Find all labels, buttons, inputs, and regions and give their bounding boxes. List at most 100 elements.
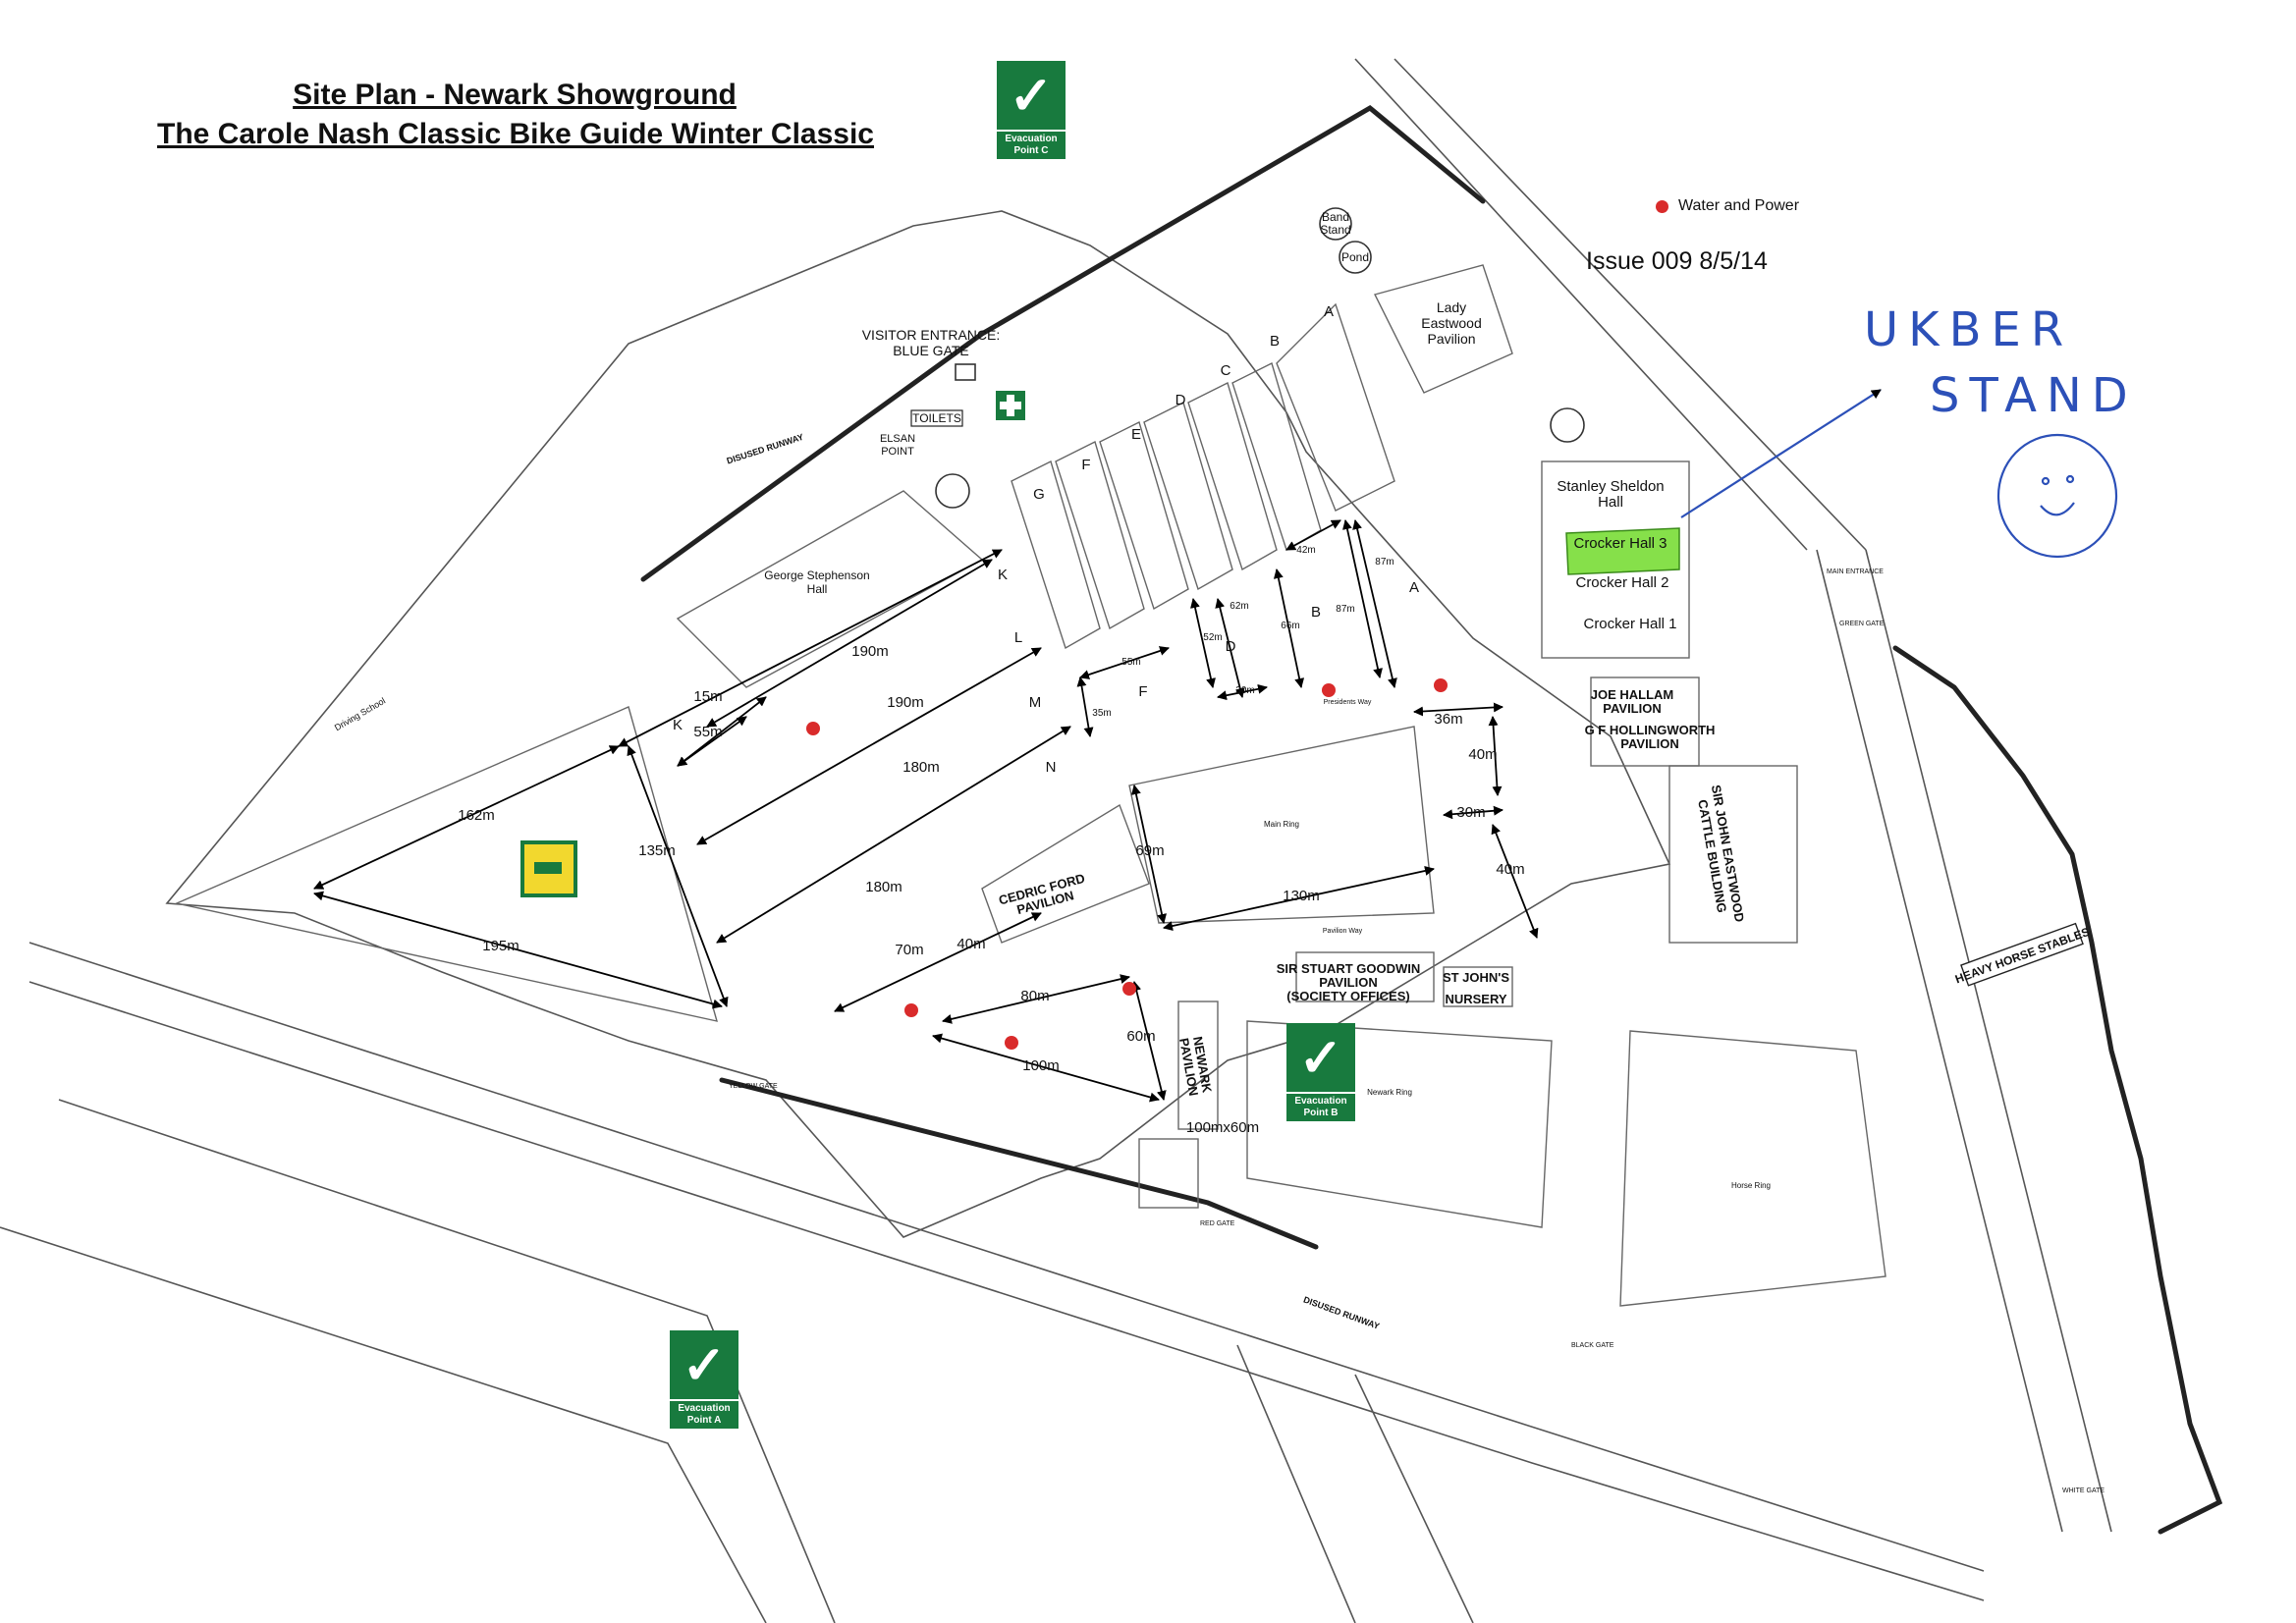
label-horse-ring: Horse Ring bbox=[1731, 1181, 1771, 1190]
first-aid bbox=[996, 391, 1025, 420]
label-disused-runway-1: DISUSED RUNWAY bbox=[726, 432, 805, 466]
dim-190m-a: 190m bbox=[851, 643, 889, 660]
row-label-c-top: C bbox=[1221, 362, 1231, 379]
dimension-labels: 190m 15m 55m 190m 180m 180m 162m 135m 19… bbox=[458, 545, 1524, 1136]
row-a-outline bbox=[1276, 302, 1395, 512]
horse-ring-outline bbox=[1619, 1030, 1886, 1307]
dim-162m: 162m bbox=[458, 807, 495, 824]
runway-edge-4 bbox=[0, 1226, 767, 1623]
runway-edge-3 bbox=[58, 1099, 836, 1623]
north-fence bbox=[640, 104, 1486, 582]
road-east-1 bbox=[1816, 549, 2063, 1533]
label-stanley-sheldon-2: Hall bbox=[1598, 494, 1623, 511]
fences bbox=[640, 104, 2223, 1535]
row-d-outline bbox=[1143, 401, 1233, 591]
dim-40m-c: 40m bbox=[1496, 861, 1524, 878]
evacuation-point-b-label: Evacuation Point B bbox=[1286, 1094, 1355, 1121]
row-label-l: L bbox=[1014, 629, 1022, 646]
dim-15m: 15m bbox=[693, 688, 722, 705]
label-black-gate: BLACK GATE bbox=[1571, 1342, 1614, 1349]
dim-69m: 69m bbox=[1135, 842, 1164, 859]
evacuation-point-b: ✓ Evacuation Point B bbox=[1286, 1023, 1355, 1121]
row-label-f-top: F bbox=[1081, 457, 1090, 473]
label-george-stephenson-1: George Stephenson bbox=[764, 568, 869, 582]
internal-roads bbox=[174, 264, 1886, 1307]
label-stanley-sheldon-1: Stanley Sheldon bbox=[1557, 478, 1664, 495]
checkmark-icon: ✓ bbox=[1286, 1023, 1355, 1092]
label-stuart-goodwin-3: (SOCIETY OFFICES) bbox=[1286, 989, 1409, 1003]
label-st-johns-1: ST JOHN'S bbox=[1443, 970, 1509, 985]
dimension-arrows bbox=[313, 519, 1539, 1103]
runway-edge-1 bbox=[28, 942, 1985, 1572]
cedric-ford-outline bbox=[981, 803, 1150, 944]
cattle-building-outline bbox=[1668, 765, 1798, 944]
dim-180m-a: 180m bbox=[902, 759, 940, 776]
label-pond: Pond bbox=[1341, 250, 1369, 264]
east-fence bbox=[1892, 645, 2223, 1535]
smiley-eye-left bbox=[2041, 476, 2050, 486]
row-label-a: A bbox=[1409, 579, 1419, 596]
row-label-n: N bbox=[1046, 759, 1057, 776]
entrance-booth bbox=[955, 363, 976, 381]
south-fence bbox=[719, 1077, 1319, 1250]
ukber-arrow-line bbox=[1680, 389, 1882, 518]
dim-180m-b: 180m bbox=[865, 879, 902, 895]
label-hollingworth-2: PAVILION bbox=[1620, 736, 1678, 751]
row-label-k1: K bbox=[998, 567, 1008, 583]
map-labels: Band Stand Pond Lady Eastwood Pavilion S… bbox=[333, 210, 2105, 1494]
dim-66m: 66m bbox=[1281, 621, 1299, 631]
joe-hallam-outline bbox=[1590, 676, 1700, 767]
dim-55m-a: 55m bbox=[693, 724, 722, 740]
row-c-outline bbox=[1187, 381, 1278, 571]
dim-87m-b: 87m bbox=[1375, 557, 1394, 568]
water-power-points bbox=[806, 678, 1448, 1050]
label-joe-hallam-1: JOE HALLAM bbox=[1591, 687, 1674, 702]
crocker-block-outline bbox=[1541, 460, 1690, 659]
label-crocker-hall-2: Crocker Hall 2 bbox=[1575, 574, 1668, 591]
label-band-stand-1: Band bbox=[1322, 210, 1349, 224]
dim-80m: 80m bbox=[1020, 988, 1049, 1004]
label-arena: Newark Ring bbox=[1367, 1088, 1412, 1097]
label-elsan-2: POINT bbox=[881, 446, 914, 458]
lady-eastwood-outline bbox=[1373, 264, 1513, 394]
evacuation-point-a-label: Evacuation Point A bbox=[670, 1401, 738, 1429]
label-presidents-way: Presidents Way bbox=[1324, 699, 1372, 706]
dim-36m: 36m bbox=[1434, 711, 1462, 728]
handwritten-ukber: UKBER bbox=[1864, 302, 2074, 357]
label-red-gate: RED GATE bbox=[1200, 1220, 1235, 1227]
road-north-1 bbox=[1354, 58, 1808, 551]
map-title-line-1: Site Plan - Newark Showground bbox=[293, 79, 737, 111]
ukber-arrow bbox=[1680, 389, 2118, 559]
arena-outline bbox=[1246, 1020, 1553, 1228]
dim-100m: 100m bbox=[1022, 1057, 1060, 1074]
issue-number: Issue 009 8/5/14 bbox=[1586, 247, 1768, 275]
south-building-outline bbox=[1138, 1138, 1199, 1209]
runway-edge-2 bbox=[28, 981, 1985, 1601]
road-north-2 bbox=[1394, 58, 1867, 551]
dim-42m: 42m bbox=[1296, 545, 1315, 556]
helipad bbox=[520, 840, 577, 897]
label-main-entrance: MAIN ENTRANCE bbox=[1827, 568, 1884, 575]
dim-87m-a: 87m bbox=[1336, 604, 1354, 615]
label-driving-school: Driving School bbox=[333, 696, 387, 733]
label-disused-runway-2: DISUSED RUNWAY bbox=[1302, 1295, 1381, 1331]
row-g-outline bbox=[1011, 460, 1101, 650]
checkmark-icon: ✓ bbox=[997, 61, 1066, 130]
label-band-stand-2: Stand bbox=[1320, 223, 1350, 237]
dim-70m: 70m bbox=[895, 942, 923, 958]
row-label-b: B bbox=[1311, 604, 1321, 621]
water-power-dot-icon bbox=[1656, 199, 1668, 213]
label-stuart-goodwin-1: SIR STUART GOODWIN bbox=[1277, 961, 1421, 976]
pond-circle bbox=[1339, 241, 1372, 274]
evacuation-point-c-label: Evacuation Point C bbox=[997, 132, 1066, 159]
label-joe-hallam-2: PAVILION bbox=[1603, 701, 1661, 716]
label-visitor-entrance-1: VISITOR ENTRANCE: bbox=[862, 327, 1001, 343]
label-pavilion-way: Pavilion Way bbox=[1323, 928, 1363, 935]
dim-52m: 52m bbox=[1203, 632, 1222, 643]
label-lady-eastwood-2: Eastwood bbox=[1421, 315, 1481, 331]
row-e-outline bbox=[1099, 420, 1189, 611]
dim-130m: 130m bbox=[1283, 888, 1320, 904]
label-george-stephenson-2: Hall bbox=[807, 582, 828, 596]
highlight bbox=[1565, 527, 1680, 575]
